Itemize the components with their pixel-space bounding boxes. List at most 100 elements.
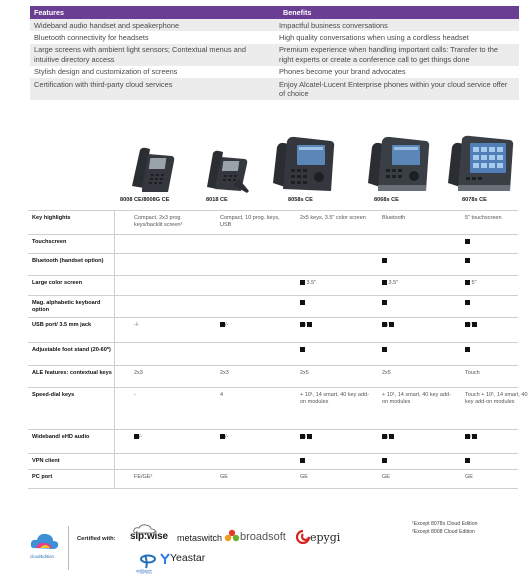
sipwise-cloud-icon [133, 524, 156, 534]
benefit-cell: Premium experience when handling importa… [279, 45, 498, 64]
yeastar-icon [160, 553, 170, 564]
table-row: Bluetooth connectivity for headsets High… [30, 31, 519, 43]
row-value-5: GE [465, 474, 473, 480]
row-label: Touchscreen [32, 239, 67, 245]
row-label: Bluetooth (handset option) [32, 258, 104, 264]
row-value-4: 3.5" [382, 280, 452, 287]
column-divider [114, 210, 115, 489]
row-label: ALE features: contextual keys [32, 370, 112, 376]
filled-square-icon [382, 434, 387, 440]
footer-divider [68, 526, 69, 570]
china-telecom-text: 中国电信 [136, 569, 152, 574]
filled-square-icon [306, 322, 312, 328]
row-value-4: + 10¹, 14 smart, 40 key add-on modules [382, 392, 451, 405]
filled-square-icon [382, 280, 387, 286]
features-table-header: Features Benefits [30, 6, 519, 19]
benefit-cell: Impactful business conversations [279, 20, 388, 30]
row-label: Wideband/ eHD audio [32, 434, 90, 440]
filled-square-icon [382, 300, 387, 306]
features-benefits-table: Features Benefits Wideband audio handset… [30, 6, 519, 100]
row-value-5 [465, 458, 529, 465]
row-value-5 [465, 347, 529, 354]
row-value-4: / [382, 322, 452, 329]
row-value-5: Touch + 10¹, 14 smart, 40 key add-on mod… [465, 392, 528, 405]
table-row: Large screens with ambient light sensors… [30, 43, 519, 66]
row-value-4: GE [382, 474, 390, 480]
row-value-4 [382, 300, 452, 307]
phone-8068s-image [368, 136, 430, 191]
filled-square-icon [465, 300, 470, 306]
features-header: Features [34, 8, 64, 17]
filled-square-icon [465, 258, 470, 264]
row-value-4: / [382, 434, 452, 441]
row-value-3: + 10¹, 14 smart, 40 key add-on modules [300, 392, 369, 405]
row-value-5: / [465, 434, 529, 441]
row-value-4 [382, 347, 452, 354]
table-row: VPN client [28, 454, 518, 470]
epygi-logo: epygi [310, 531, 341, 544]
row-value-5 [465, 300, 529, 307]
row-label: Speed-dial keys [32, 392, 75, 398]
benefit-cell: Phones become your brand advocates [279, 67, 406, 77]
filled-square-icon [382, 258, 387, 264]
filled-square-icon [388, 434, 394, 440]
row-value-4: Bluetooth [382, 215, 406, 221]
phone-8058s-image [273, 136, 335, 191]
table-row: USB port/ 3.5 mm jack-/-/-/// [28, 318, 518, 343]
table-row: Key highlights Compact, 2x3 prog. keys/ba… [28, 210, 518, 235]
row-value-3 [300, 347, 370, 354]
row-label: USB port/ 3.5 mm jack [32, 322, 92, 328]
row-value-2: 2x3 [220, 370, 229, 376]
benefits-header: Benefits [283, 8, 312, 17]
table-row: Wideband/ eHD audio/-/-/// [28, 430, 518, 454]
table-row: Wideband audio handset and speakerphone … [30, 19, 519, 32]
filled-square-icon [382, 458, 387, 464]
row-value-3 [300, 458, 370, 465]
row-value-3 [300, 300, 370, 307]
feature-cell: Bluetooth connectivity for headsets [34, 32, 149, 42]
table-row: Bluetooth (handset option) [28, 254, 518, 276]
row-value-5 [465, 239, 529, 246]
filled-square-icon [382, 322, 387, 328]
phone-8018-image [207, 150, 249, 193]
filled-square-icon [300, 300, 305, 306]
row-value-1: -/- [134, 322, 140, 328]
footer: cloudEdition Certified with: sip:wise me… [0, 518, 529, 577]
table-row: Touchscreen [28, 235, 518, 254]
row-value-4: 2x5 [382, 370, 391, 376]
china-telecom-icon [140, 554, 156, 569]
yeastar-logo: Yeastar [170, 552, 206, 564]
filled-square-icon [220, 322, 225, 328]
row-value-5: Touch [465, 370, 480, 376]
model-name-8068s: 8068s CE [374, 197, 399, 203]
table-row: Adjustable foot stand (20-60º) [28, 343, 518, 366]
filled-square-icon [465, 280, 470, 286]
row-label: Key highlights [32, 215, 71, 221]
filled-square-icon [465, 322, 470, 328]
row-value-1: Compact, 2x3 prog. keys/backlit screen² [134, 215, 183, 228]
row-label: PC port [32, 474, 53, 480]
model-name-8008: 8008 CE/8008G CE [120, 197, 170, 203]
feature-cell: Stylish design and customization of scre… [34, 67, 178, 77]
row-value-1: - [134, 392, 136, 398]
row-value-1: /- [134, 434, 204, 441]
row-value-3: / [300, 322, 370, 329]
row-value-2: Compact, 10 prog. keys, USB [220, 215, 280, 228]
feature-cell: Wideband audio handset and speakerphone [34, 20, 180, 30]
filled-square-icon [471, 434, 477, 440]
comparison-table: Key highlights Compact, 2x3 prog. keys/ba… [28, 210, 528, 489]
epygi-swirl-icon [296, 530, 310, 544]
row-value-1: FE/GE² [134, 474, 153, 480]
table-row: Mag. alphabetic keyboard option [28, 296, 518, 318]
table-row: Stylish design and customization of scre… [30, 66, 519, 78]
filled-square-icon [300, 458, 305, 464]
filled-square-icon [220, 434, 225, 440]
row-label: Large color screen [32, 280, 83, 286]
row-value-5 [465, 258, 529, 265]
row-label: Adjustable foot stand (20-60º) [32, 347, 111, 353]
footnote: ²Except 8008 Cloud Edition [412, 529, 475, 535]
table-row: Certification with third-party cloud ser… [30, 78, 519, 100]
row-label: VPN client [32, 458, 60, 464]
